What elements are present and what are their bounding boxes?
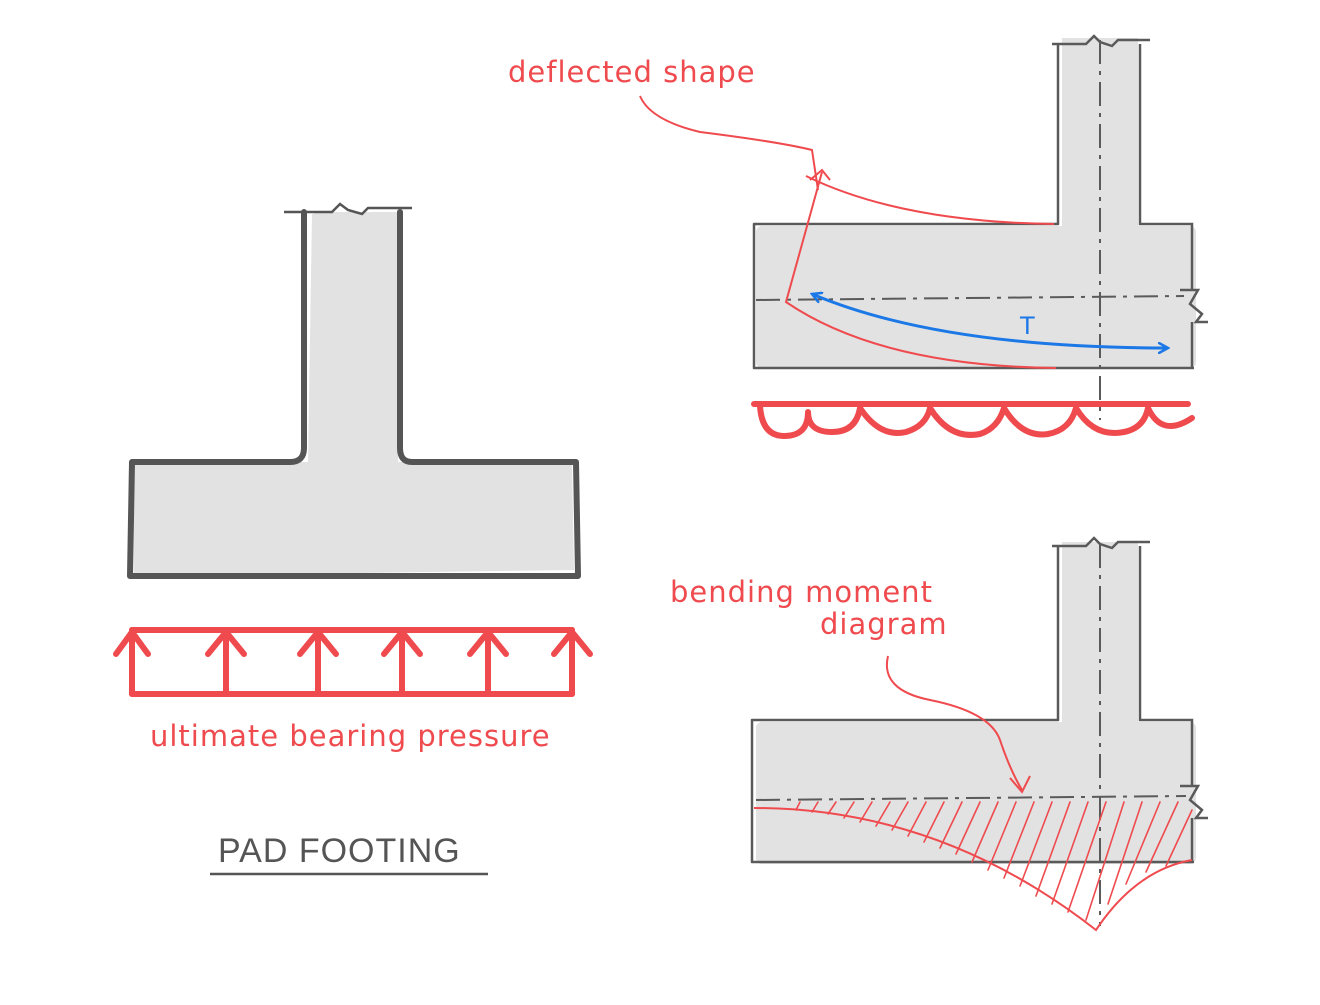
bending-moment-label-line1: bending moment	[670, 575, 933, 609]
bending-moment-detail	[750, 536, 1208, 932]
bearing-pressure-label: ultimate bearing pressure	[150, 719, 551, 753]
pad-footing-outline	[127, 209, 581, 579]
bending-moment-label-line2: diagram	[820, 607, 948, 641]
deflected-shape-leader	[639, 95, 819, 191]
page-title: PAD FOOTING	[218, 832, 461, 870]
br-footing-outline	[750, 546, 1194, 864]
bending-moment-leader	[885, 655, 1023, 791]
bearing-pressure-arrows	[113, 627, 593, 697]
tr-footing-outline	[752, 44, 1194, 370]
deflected-shape-label: deflected shape	[508, 55, 756, 89]
column-break-line	[284, 202, 412, 216]
tension-arrow	[812, 294, 1168, 348]
pad-footing-left	[113, 202, 593, 876]
bending-moment-hatching	[795, 801, 1193, 921]
deflected-shape-detail	[639, 34, 1208, 439]
br-beam-centerline	[755, 795, 1187, 801]
column-fill-shadow	[314, 212, 398, 462]
soil-pressure-scallops	[751, 401, 1195, 439]
br-beam-fill	[756, 722, 1196, 864]
tension-label: T	[1020, 312, 1035, 340]
